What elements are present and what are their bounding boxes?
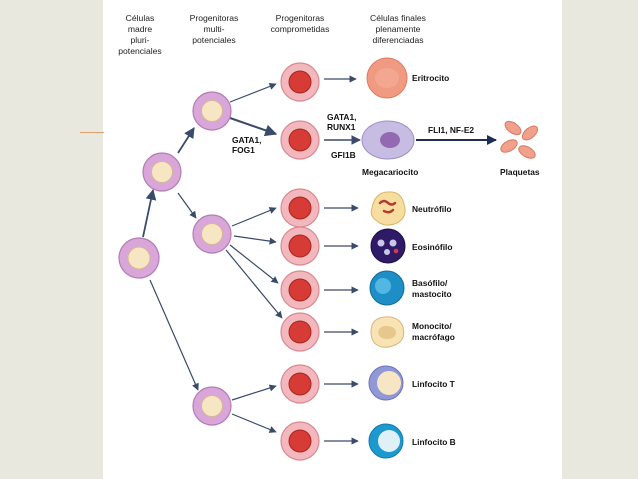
label-basophil-line-1: Basófilo/ [412, 278, 448, 288]
label-neutrophil: Neutrófilo [412, 204, 452, 214]
committed-progenitor-lymph-b [280, 421, 320, 461]
monocyte-cell [370, 316, 405, 348]
label-platelets: Plaquetas [500, 167, 540, 177]
header-final: Células finales plenamente diferenciadas [370, 13, 426, 45]
header-final-line-2: plenamente [376, 24, 421, 34]
label-monocyte-line-1: Monocito/ [412, 321, 452, 331]
tf-gata1-runx1-line-2: RUNX1 [327, 122, 356, 132]
neutrophil-cell [370, 191, 406, 226]
lymphocyte-t-cell [368, 365, 404, 401]
header-multipotent-line-1: Progenitoras [190, 13, 239, 23]
tf-gata1-runx1-line-1: GATA1, [327, 112, 356, 122]
header-multipotent-line-3: potenciales [192, 35, 235, 45]
header-committed: Progenitoras comprometidas [271, 13, 330, 34]
multipotent-progenitor-1 [142, 152, 182, 192]
header-stem-line-3: pluri- [130, 35, 149, 45]
header-stem-line-2: madre [128, 24, 153, 34]
committed-progenitor-basophil [280, 270, 320, 310]
tf-fli1-nfe2: FLI1, NF-E2 [428, 125, 474, 135]
committed-progenitor-neutrophil [280, 188, 320, 228]
label-eosinophil: Eosinófilo [412, 242, 452, 252]
lineage-arrows [142, 75, 497, 445]
committed-progenitor-erythroid [280, 62, 320, 102]
header-final-line-1: Células finales [370, 13, 426, 23]
megakaryocyte-cell [361, 120, 415, 160]
committed-progenitor-eosinophil [280, 226, 320, 266]
platelets-cells [500, 120, 539, 159]
tf-gata1-fog1-line-2: FOG1 [232, 145, 255, 155]
header-final-line-3: diferenciadas [372, 35, 423, 45]
label-lymphocyte-t: Linfocito T [412, 379, 456, 389]
tf-gata1-fog1-line-1: GATA1, [232, 135, 261, 145]
label-lymphocyte-b: Linfocito B [412, 437, 456, 447]
label-erythrocyte: Eritrocito [412, 73, 449, 83]
eosinophil-cell [370, 228, 406, 264]
committed-progenitor-lymph-t [280, 364, 320, 404]
label-basophil-line-2: mastocito [412, 289, 452, 299]
lymphocyte-b-cell [368, 423, 404, 459]
multipotent-progenitor-2 [192, 91, 232, 131]
header-stem-line-4: potenciales [118, 46, 161, 56]
header-committed-line-1: Progenitoras [276, 13, 325, 23]
committed-progenitor-megakaryocyte [280, 120, 320, 160]
erythrocyte-cell [366, 57, 408, 99]
basophil-cell [369, 270, 405, 306]
multipotent-progenitor-4 [192, 386, 232, 426]
accent-line [80, 132, 104, 133]
committed-progenitor-monocyte [280, 312, 320, 352]
stem-cell [118, 237, 160, 279]
header-multipotent: Progenitoras multi- potenciales [190, 13, 239, 45]
label-megakaryocyte: Megacariocito [362, 167, 418, 177]
header-stem-cells: Células madre pluri- potenciales [118, 13, 161, 56]
header-stem-line-1: Células [126, 13, 155, 23]
multipotent-progenitor-3 [192, 214, 232, 254]
label-monocyte-line-2: macrófago [412, 332, 455, 342]
header-multipotent-line-2: multi- [203, 24, 224, 34]
tf-gfi1b: GFI1B [331, 150, 356, 160]
header-committed-line-2: comprometidas [271, 24, 330, 34]
slide-panel [103, 0, 562, 479]
